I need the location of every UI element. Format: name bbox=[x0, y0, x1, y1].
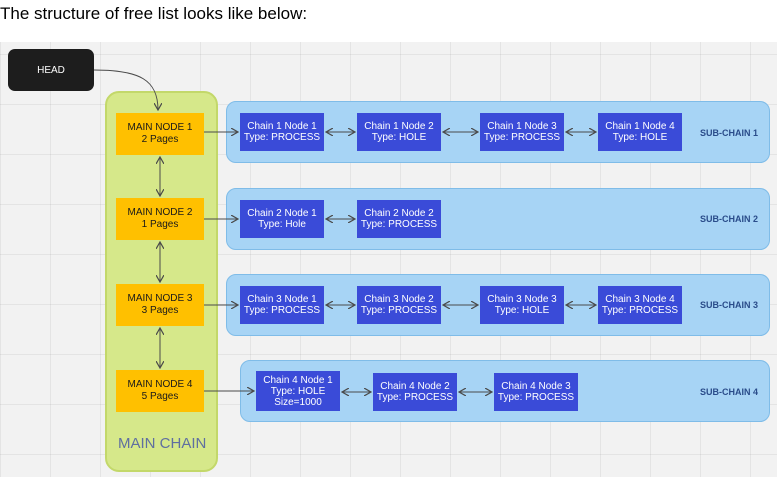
chain-node-title: Chain 1 Node 2 bbox=[364, 121, 434, 132]
chain-node-title: Chain 3 Node 1 bbox=[247, 294, 317, 305]
head-node: HEAD bbox=[8, 49, 94, 91]
chain-node: Chain 3 Node 2 Type: PROCESS bbox=[357, 286, 441, 324]
main-node-title: MAIN NODE 2 bbox=[127, 207, 193, 218]
chain-node-title: Chain 2 Node 2 bbox=[364, 208, 434, 219]
main-node-4: MAIN NODE 4 5 Pages bbox=[116, 370, 204, 412]
chain-node: Chain 4 Node 2 Type: PROCESS bbox=[373, 373, 457, 411]
chain-node: Chain 1 Node 2 Type: HOLE bbox=[357, 113, 441, 151]
main-node-2: MAIN NODE 2 1 Pages bbox=[116, 198, 204, 240]
sub-chain-1-label: SUB-CHAIN 1 bbox=[700, 128, 759, 138]
chain-node-title: Chain 1 Node 4 bbox=[605, 121, 675, 132]
chain-node-title: Chain 3 Node 3 bbox=[487, 294, 557, 305]
sub-chain-2-label: SUB-CHAIN 2 bbox=[700, 214, 759, 224]
chain-node-title: Chain 4 Node 3 bbox=[501, 381, 571, 392]
chain-node-title: Chain 1 Node 1 bbox=[247, 121, 317, 132]
chain-node: Chain 4 Node 1 Type: HOLE Size=1000 bbox=[256, 371, 340, 411]
page-caption: The structure of free list looks like be… bbox=[0, 4, 308, 23]
chain-node-title: Chain 3 Node 4 bbox=[605, 294, 675, 305]
chain-node-type: Type: PROCESS bbox=[243, 305, 321, 316]
chain-node: Chain 4 Node 3 Type: PROCESS bbox=[494, 373, 578, 411]
chain-node: Chain 2 Node 1 Type: Hole bbox=[240, 200, 324, 238]
chain-node-type: Type: PROCESS bbox=[483, 132, 561, 143]
chain-node-size: Size=1000 bbox=[274, 396, 322, 408]
chain-node-title: Chain 3 Node 2 bbox=[364, 294, 434, 305]
main-node-1: MAIN NODE 1 2 Pages bbox=[116, 113, 204, 155]
chain-node-type: Type: PROCESS bbox=[360, 305, 438, 316]
chain-node-type: Type: HOLE bbox=[270, 385, 326, 397]
chain-node-type: Type: PROCESS bbox=[497, 392, 575, 403]
sub-chain-3-label: SUB-CHAIN 3 bbox=[700, 300, 759, 310]
chain-node-type: Type: PROCESS bbox=[243, 132, 321, 143]
chain-node-title: Chain 4 Node 1 bbox=[263, 374, 333, 386]
chain-node: Chain 3 Node 1 Type: PROCESS bbox=[240, 286, 324, 324]
chain-node: Chain 1 Node 4 Type: HOLE bbox=[598, 113, 682, 151]
chain-node-type: Type: HOLE bbox=[371, 132, 427, 143]
chain-node: Chain 1 Node 3 Type: PROCESS bbox=[480, 113, 564, 151]
main-node-pages: 2 Pages bbox=[141, 134, 179, 145]
chain-node: Chain 3 Node 3 Type: HOLE bbox=[480, 286, 564, 324]
chain-node-title: Chain 4 Node 2 bbox=[380, 381, 450, 392]
main-node-pages: 5 Pages bbox=[141, 391, 179, 402]
chain-node-type: Type: PROCESS bbox=[360, 219, 438, 230]
chain-node-type: Type: HOLE bbox=[612, 132, 668, 143]
chain-node-title: Chain 2 Node 1 bbox=[247, 208, 317, 219]
main-node-title: MAIN NODE 3 bbox=[127, 293, 193, 304]
main-node-pages: 1 Pages bbox=[141, 219, 179, 230]
main-node-pages: 3 Pages bbox=[141, 305, 179, 316]
chain-node-title: Chain 1 Node 3 bbox=[487, 121, 557, 132]
chain-node: Chain 3 Node 4 Type: PROCESS bbox=[598, 286, 682, 324]
chain-node-type: Type: PROCESS bbox=[601, 305, 679, 316]
sub-chain-4-label: SUB-CHAIN 4 bbox=[700, 387, 759, 397]
main-node-title: MAIN NODE 4 bbox=[127, 379, 193, 390]
chain-node: Chain 2 Node 2 Type: PROCESS bbox=[357, 200, 441, 238]
chain-node: Chain 1 Node 1 Type: PROCESS bbox=[240, 113, 324, 151]
main-chain-label: MAIN CHAIN bbox=[118, 435, 207, 452]
main-node-3: MAIN NODE 3 3 Pages bbox=[116, 284, 204, 326]
chain-node-type: Type: PROCESS bbox=[376, 392, 454, 403]
chain-node-type: Type: Hole bbox=[258, 219, 306, 230]
chain-node-type: Type: HOLE bbox=[494, 305, 550, 316]
main-node-title: MAIN NODE 1 bbox=[127, 122, 193, 133]
